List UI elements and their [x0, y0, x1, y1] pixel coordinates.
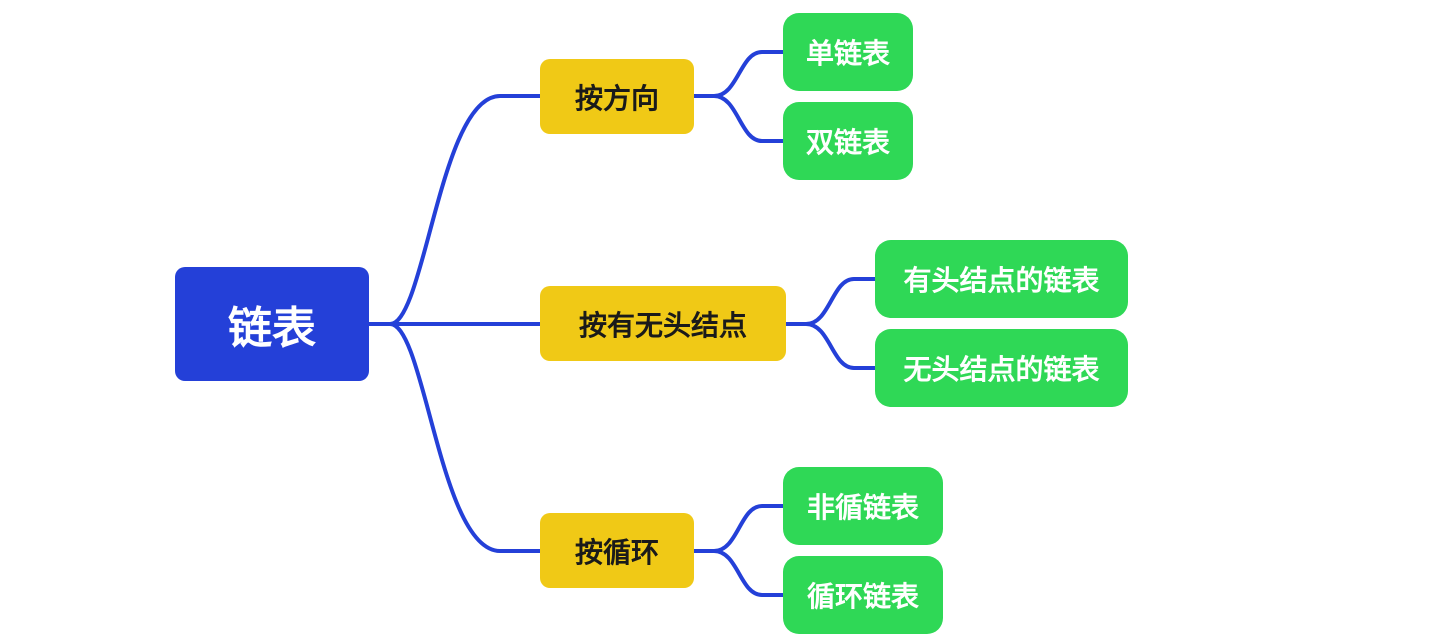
connector-direction-to-singly	[692, 50, 785, 98]
leaf-node-label: 双链表	[805, 126, 890, 159]
leaf-node-non-circular[interactable]: 非循链表	[783, 467, 943, 545]
leaf-node-label: 单链表	[805, 37, 890, 70]
leaf-node-with-head-node[interactable]: 有头结点的链表	[875, 240, 1128, 318]
root-node-linked-list[interactable]: 链表	[175, 267, 369, 381]
connector-cycle-to-circular	[692, 549, 785, 597]
branch-node-by-head-node[interactable]: 按有无头结点	[540, 286, 786, 361]
connector-cycle-to-non-circular	[692, 504, 785, 553]
root-node-label: 链表	[228, 303, 316, 354]
branch-node-by-direction[interactable]: 按方向	[540, 59, 694, 134]
leaf-node-singly-linked-list[interactable]: 单链表	[783, 13, 913, 91]
leaf-node-doubly-linked-list[interactable]: 双链表	[783, 102, 913, 180]
branch-node-by-cycle[interactable]: 按循环	[540, 513, 694, 588]
leaf-node-circular[interactable]: 循环链表	[783, 556, 943, 634]
connector-direction-to-doubly	[692, 94, 785, 143]
leaf-node-label: 有头结点的链表	[903, 264, 1100, 297]
connector-root-to-direction	[367, 94, 542, 326]
connector-head-node-to-with-head	[784, 277, 877, 326]
connector-root-to-cycle	[367, 322, 542, 553]
leaf-node-label: 循环链表	[806, 580, 919, 613]
leaf-node-label: 无头结点的链表	[903, 353, 1100, 386]
leaf-node-without-head-node[interactable]: 无头结点的链表	[875, 329, 1128, 407]
branch-node-label: 按有无头结点	[578, 308, 747, 342]
branch-node-label: 按循环	[574, 535, 659, 569]
leaf-node-label: 非循链表	[806, 491, 919, 524]
connector-head-node-to-without-head	[784, 322, 877, 370]
branch-node-label: 按方向	[574, 81, 659, 115]
